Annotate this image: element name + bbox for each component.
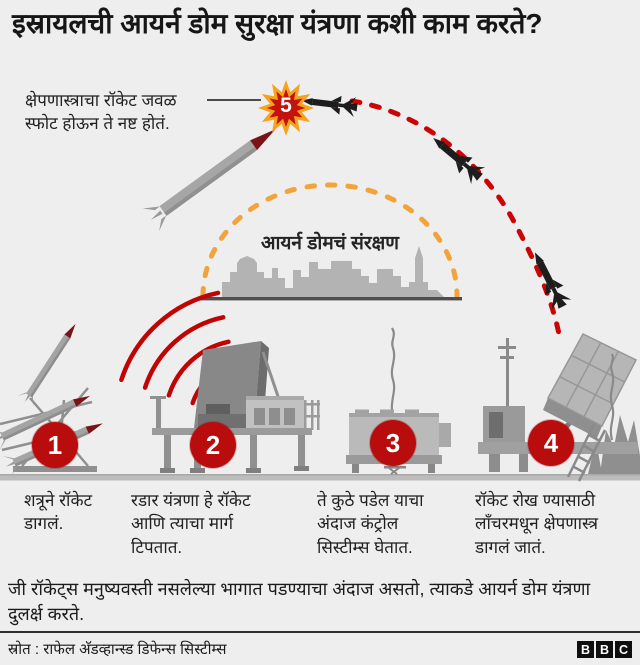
page-title: इस्रायलची आयर्न डोम सुरक्षा यंत्रणा कशी … <box>12 8 543 39</box>
footer-divider <box>0 631 640 633</box>
ground-line-edge <box>0 474 640 476</box>
intercept-note: क्षेपणास्त्राचा रॉकेट जवळ स्फोट होऊन ते … <box>25 90 230 136</box>
radar-illustration <box>150 341 320 473</box>
step-caption-1: शत्रूने रॉकेट डागलं. <box>24 491 93 534</box>
footnote: जी रॉकेट्स मनुष्यवस्ती नसलेल्या भागात पड… <box>8 579 591 625</box>
dome-label: आयर्न डोमचं संरक्षण <box>260 233 400 254</box>
step-caption-2: रडार यंत्रणा हे रॉकेट आणि त्याचा मार्ग ट… <box>131 491 251 557</box>
step-badge-4: 4 <box>528 420 574 466</box>
bbc-logo-letter: B <box>577 641 594 658</box>
note-leader-line <box>207 99 261 101</box>
source-text: स्रोत : राफेल अ‍ॅडव्हान्स्ड डिफेन्स सिस्… <box>8 641 227 658</box>
step-caption-4: रॉकेट रोख ण्यासाठी लाँचरमधून क्षेपणास्त्… <box>475 491 598 557</box>
city-skyline <box>222 246 445 298</box>
step-badge-1: 1 <box>32 422 78 468</box>
rocket-trajectory <box>349 98 562 337</box>
intercept-note-line2: स्फोट होऊन ते नष्ट होतं. <box>25 113 170 133</box>
step-caption-3: ते कुठे पडेल याचा अंदाज कंट्रोल सिस्टीम्… <box>317 491 424 557</box>
city-ground-line <box>200 297 462 301</box>
bbc-logo-letter: B <box>596 641 613 658</box>
intercept-step-number: 5 <box>280 94 292 117</box>
ground-line <box>0 475 640 481</box>
bbc-logo: B B C <box>577 641 632 658</box>
explosion-star-icon <box>258 80 314 136</box>
step-badge-3: 3 <box>370 420 416 466</box>
step-badge-2: 2 <box>190 422 236 468</box>
intercept-note-line1: क्षेपणास्त्राचा रॉकेट जवळ <box>25 91 177 110</box>
bbc-logo-letter: C <box>615 641 632 658</box>
dome-arc <box>200 182 460 299</box>
